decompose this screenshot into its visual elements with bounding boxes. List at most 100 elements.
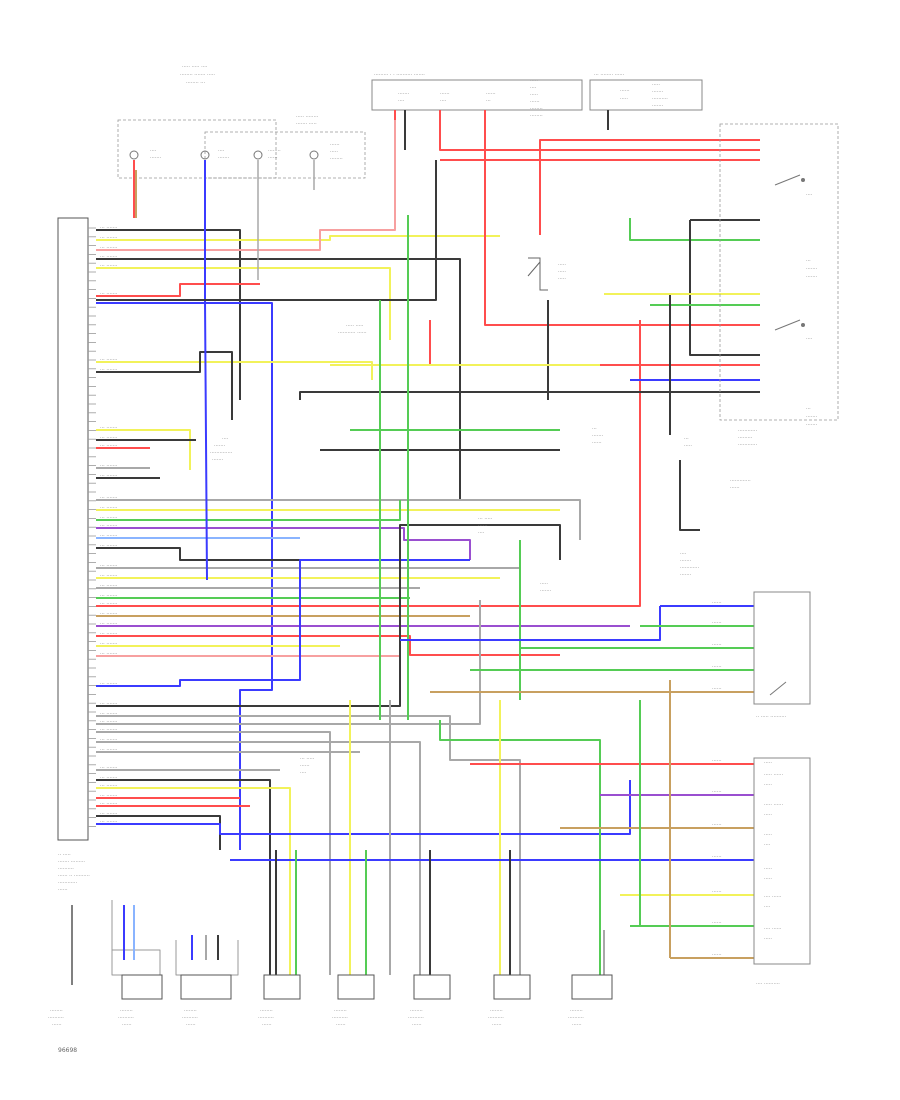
center-relay: ····· ····· ····· — [527, 257, 566, 291]
wire-label: ·········· — [118, 1015, 134, 1021]
wire-label: ··· ······· — [100, 263, 118, 269]
wire-label: ·········· — [568, 1015, 584, 1021]
cross-wire — [439, 720, 601, 975]
svg-text:····: ···· — [530, 85, 537, 91]
bottom-connector — [111, 900, 161, 976]
wire-label: ··· ······· — [100, 245, 118, 251]
wire-label: ········ — [120, 1008, 133, 1014]
svg-text:······: ······ — [730, 485, 740, 491]
svg-text:········: ········ — [268, 148, 281, 154]
wire-label: ·········· — [408, 1015, 424, 1021]
figure-id: 96698 — [58, 1047, 77, 1054]
left-front-speed-sensor: ························ — [258, 974, 301, 1028]
wire-label: ··· ······· — [100, 621, 118, 627]
wire-label: ······ — [572, 1022, 582, 1028]
svg-text:·····: ····· — [558, 276, 566, 282]
module-wire — [96, 635, 560, 656]
left-rear-speed-sensor: ························ — [332, 974, 375, 1028]
wire-label: ········ — [50, 1008, 63, 1014]
module-wire — [96, 600, 481, 725]
svg-text:·······: ······· — [806, 422, 818, 428]
module-wire — [96, 499, 581, 540]
svg-text:·····: ····· — [530, 78, 538, 84]
svg-text:····: ···· — [478, 530, 485, 536]
module-wire — [96, 267, 391, 340]
brake-fluid-switch: ························ — [118, 974, 163, 1028]
wire-label: ··· ······· — [100, 435, 118, 441]
svg-text:···· ··········: ···· ·········· — [756, 981, 780, 987]
wire-label: ······ — [712, 789, 722, 795]
wire-label: ······ — [712, 664, 722, 670]
svg-text:···: ··· — [806, 406, 811, 412]
svg-text:····: ···· — [806, 336, 813, 342]
svg-text:·····: ····· — [764, 866, 772, 872]
svg-text:····· ····· ····: ····· ····· ···· — [182, 64, 208, 70]
wire-label: ··· ······· — [100, 819, 118, 825]
wire-label: ······ — [712, 600, 722, 606]
svg-text:··········· ······: ··········· ······ — [338, 330, 367, 336]
relay-wire — [299, 391, 760, 400]
svg-text:····· ······: ····· ······ — [764, 802, 783, 808]
module-wire — [96, 235, 500, 241]
svg-text:··············: ·············· — [210, 450, 233, 456]
wire-label: ··· ······· — [100, 495, 118, 501]
module-wire — [96, 527, 471, 560]
svg-text:······· ·········: ······· ········· — [58, 859, 85, 865]
abs-control-module: ··· ······· ··· ······· ··· ······· ··· ···… — [57, 217, 722, 958]
wire-label: ······ — [712, 642, 722, 648]
module-wire — [96, 320, 641, 607]
svg-text:······: ······ — [440, 91, 450, 97]
wire-label: ······ — [712, 822, 722, 828]
module-wire — [96, 302, 273, 850]
svg-text:··········: ·········· — [652, 96, 668, 102]
wire-label: ··· ······· — [100, 681, 118, 687]
svg-text:·······: ······· — [806, 266, 818, 272]
svg-text:·····: ····· — [558, 262, 566, 268]
svg-text:····: ···· — [680, 551, 687, 557]
svg-text:·······: ······· — [218, 155, 230, 161]
svg-text:······: ······ — [478, 523, 488, 529]
svg-text:······: ······ — [620, 88, 630, 94]
svg-text:·······: ······· — [398, 91, 410, 97]
right-lamp-connector: ···· ·········· ····· ····· ······ ·····… — [753, 757, 811, 987]
wire-label: ·········· — [258, 1015, 274, 1021]
wire-label: ······ — [492, 1022, 502, 1028]
wire-label: ··· ······· — [100, 701, 118, 707]
wire-label: ··· ······· — [100, 811, 118, 817]
wire-label: ··· ······· — [100, 583, 118, 589]
wire-label: ··· ······· — [100, 533, 118, 539]
wire-label: ··· ······· — [100, 775, 118, 781]
svg-text:········: ········ — [530, 106, 543, 112]
relay-wire — [679, 460, 700, 531]
right-rear-speed-sensor: ························ — [488, 974, 531, 1028]
wire-label: ··· ······· — [100, 737, 118, 743]
top-wire — [204, 160, 208, 581]
wire-label: ······ — [52, 1022, 62, 1028]
wire-label: ··· ······· — [100, 611, 118, 617]
svg-text:····· ·····: ····· ····· — [346, 323, 364, 329]
top-wire — [484, 110, 760, 326]
svg-text:·······: ······· — [652, 89, 664, 95]
svg-text:····: ···· — [764, 842, 771, 848]
wire-label: ········ — [184, 1008, 197, 1014]
wire-label: ··· ······· — [100, 793, 118, 799]
wire-harness — [96, 110, 760, 976]
wire-label: ··· ······· — [100, 631, 118, 637]
svg-text:·· ·····: ·· ····· — [58, 852, 71, 858]
svg-text:·····: ····· — [764, 936, 772, 942]
wire-label: ·········· — [182, 1015, 198, 1021]
wire-label: ··· ······· — [100, 235, 118, 241]
svg-text:············: ············ — [738, 442, 757, 448]
module-wire — [96, 780, 631, 835]
svg-text:·· ····· ··········: ·· ····· ·········· — [756, 714, 787, 720]
svg-text:·······: ······· — [652, 103, 664, 109]
wire-label: ······ — [186, 1022, 196, 1028]
wire-label: ··· ······· — [100, 765, 118, 771]
wire-label: ······ — [336, 1022, 346, 1028]
svg-text:·······: ······· — [150, 155, 162, 161]
svg-text:····: ···· — [398, 98, 405, 104]
wire-label: ··· ······· — [100, 543, 118, 549]
right-switch-connector: ·· ····· ·········· — [753, 591, 811, 720]
wire-label: ······ — [712, 889, 722, 895]
